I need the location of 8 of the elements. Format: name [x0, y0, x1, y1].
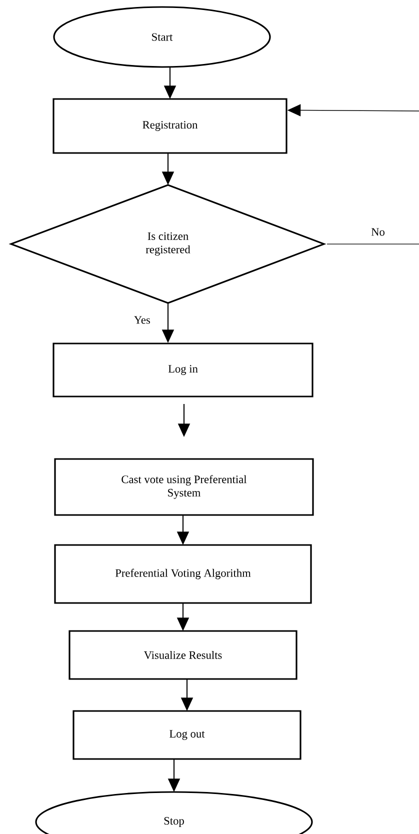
process-box: Log in	[52, 342, 314, 398]
process-box: Preferential Voting Algorithm	[54, 544, 312, 604]
process-box: Cast vote using Preferential System	[54, 458, 314, 516]
edge-label: Yes	[132, 314, 152, 326]
process-box: Visualize Results	[68, 630, 298, 680]
edge-label: No	[370, 226, 386, 238]
process-box: Registration	[52, 98, 288, 154]
process-box: Log out	[72, 710, 302, 760]
